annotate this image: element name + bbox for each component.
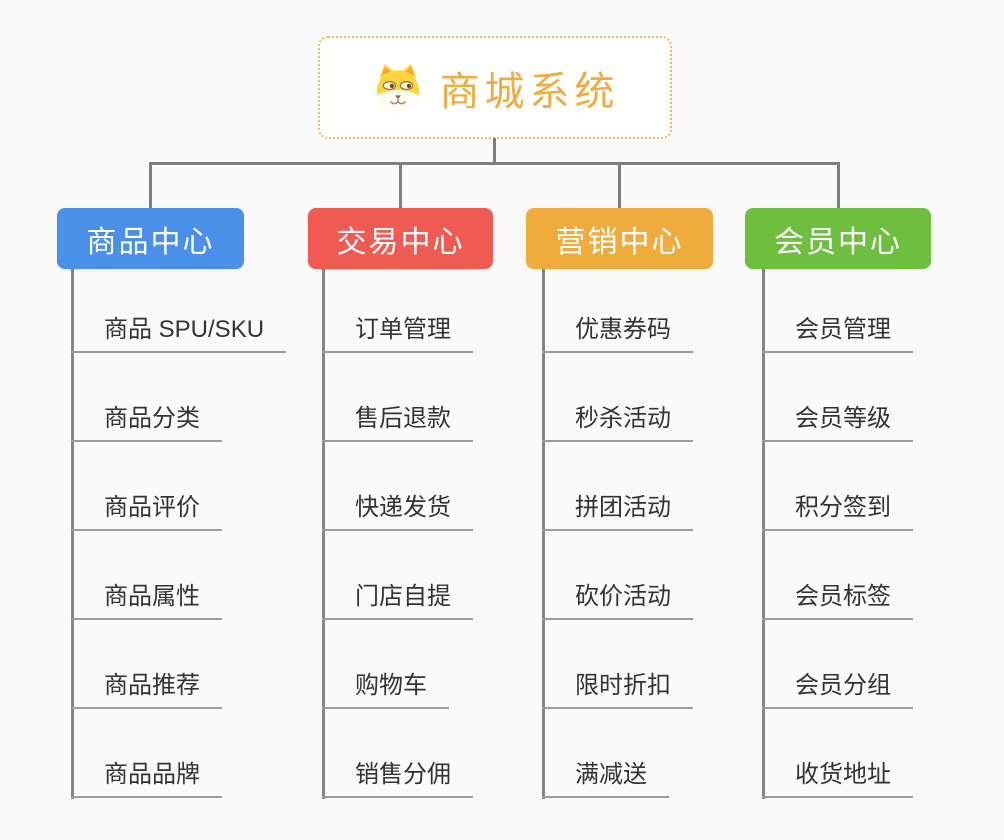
connector-drop-trade bbox=[399, 163, 402, 209]
leaf-node[interactable]: 商品分类 bbox=[71, 396, 222, 442]
leaf-node[interactable]: 商品评价 bbox=[71, 485, 222, 531]
leaf-node[interactable]: 购物车 bbox=[322, 663, 449, 709]
branch-node-product-center[interactable]: 商品中心 bbox=[57, 208, 244, 269]
connector-root-stub bbox=[493, 138, 496, 164]
connector-drop-member bbox=[837, 163, 840, 209]
leaf-node[interactable]: 拼团活动 bbox=[542, 485, 693, 531]
branch-trunk-member bbox=[762, 268, 765, 799]
branch-node-trade-center[interactable]: 交易中心 bbox=[308, 208, 493, 269]
connector-drop-product bbox=[149, 163, 152, 209]
leaf-node[interactable]: 积分签到 bbox=[762, 485, 913, 531]
leaf-node[interactable]: 会员等级 bbox=[762, 396, 913, 442]
leaf-node[interactable]: 售后退款 bbox=[322, 396, 473, 442]
leaf-node[interactable]: 限时折扣 bbox=[542, 663, 693, 709]
leaf-node[interactable]: 砍价活动 bbox=[542, 574, 693, 620]
leaf-node[interactable]: 秒杀活动 bbox=[542, 396, 693, 442]
leaf-node[interactable]: 会员管理 bbox=[762, 307, 913, 353]
branch-trunk-product bbox=[71, 268, 74, 799]
leaf-node[interactable]: 会员分组 bbox=[762, 663, 913, 709]
leaf-node[interactable]: 商品推荐 bbox=[71, 663, 222, 709]
leaf-node[interactable]: 门店自提 bbox=[322, 574, 473, 620]
leaf-node[interactable]: 快递发货 bbox=[322, 485, 473, 531]
leaf-node[interactable]: 收货地址 bbox=[762, 752, 913, 798]
branch-trunk-marketing bbox=[542, 268, 545, 799]
leaf-node[interactable]: 商品属性 bbox=[71, 574, 222, 620]
branch-trunk-trade bbox=[322, 268, 325, 799]
leaf-node[interactable]: 满减送 bbox=[542, 752, 669, 798]
leaf-node[interactable]: 商品 SPU/SKU bbox=[71, 307, 287, 353]
root-node[interactable]: 商城系统 bbox=[318, 36, 672, 139]
root-title: 商城系统 bbox=[439, 69, 620, 114]
leaf-node[interactable]: 销售分佣 bbox=[322, 752, 473, 798]
leaf-node[interactable]: 商品品牌 bbox=[71, 752, 222, 798]
leaf-node[interactable]: 优惠券码 bbox=[542, 307, 693, 353]
connector-drop-marketing bbox=[618, 163, 621, 209]
branch-node-marketing-center[interactable]: 营销中心 bbox=[526, 208, 713, 269]
leaf-node[interactable]: 会员标签 bbox=[762, 574, 913, 620]
branch-node-member-center[interactable]: 会员中心 bbox=[745, 208, 931, 269]
leaf-node[interactable]: 订单管理 bbox=[322, 307, 473, 353]
dog-face-icon bbox=[376, 63, 419, 112]
connector-main-horizontal bbox=[149, 162, 840, 165]
